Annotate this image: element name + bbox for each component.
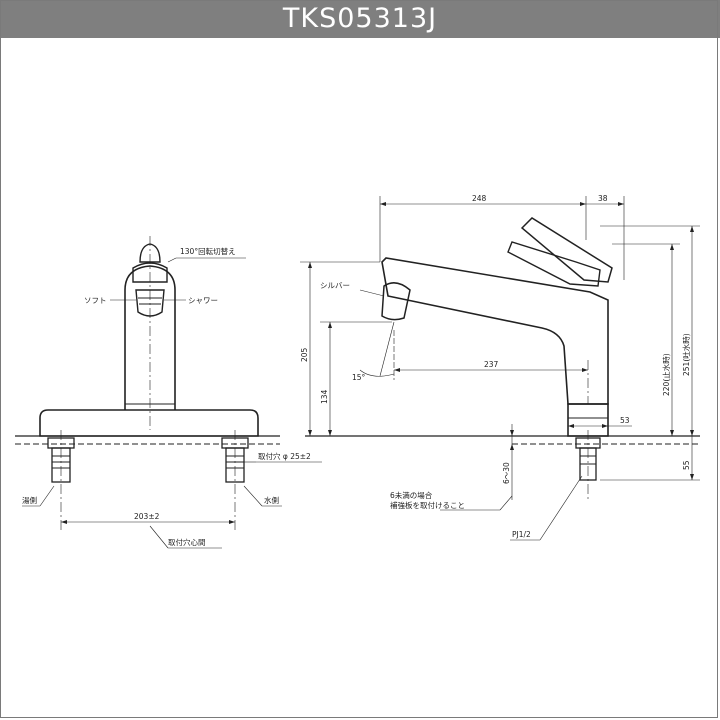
rotation-label: 130°回転切替え	[180, 246, 236, 256]
hole-diameter-label: 取付穴 φ 25±2	[258, 451, 311, 461]
dim-251: 251(吐水時)	[681, 333, 691, 376]
dim-6-30: 6～30	[502, 462, 511, 484]
dim-237: 237	[484, 360, 499, 369]
plate-note-1: 6未満の場合	[390, 490, 433, 500]
hole-center-label: 取付穴心間	[168, 537, 206, 547]
front-view	[15, 236, 322, 549]
dim-220: 220(止水時)	[661, 353, 671, 396]
dim-55: 55	[682, 460, 691, 470]
dim-53: 53	[620, 416, 630, 425]
hot-side-label: 湯側	[22, 495, 37, 505]
plate-note-2: 補強板を取付けること	[390, 500, 465, 510]
dim-248: 248	[472, 194, 487, 203]
dim-134: 134	[320, 389, 329, 404]
side-view	[300, 196, 700, 541]
hole-spacing-label: 203±2	[134, 512, 160, 521]
silver-bar-label: シルバー	[320, 281, 350, 290]
thread-label: PJ1/2	[512, 530, 531, 539]
shower-label: シャワー	[188, 296, 218, 305]
angle-15: 15°	[352, 373, 366, 382]
dim-38: 38	[598, 194, 608, 203]
model-title: TKS05313J	[282, 3, 438, 34]
soft-label: ソフト	[84, 296, 107, 305]
cold-side-label: 水側	[264, 495, 279, 505]
title-bar: TKS05313J	[0, 0, 720, 38]
dim-205: 205	[300, 347, 309, 362]
